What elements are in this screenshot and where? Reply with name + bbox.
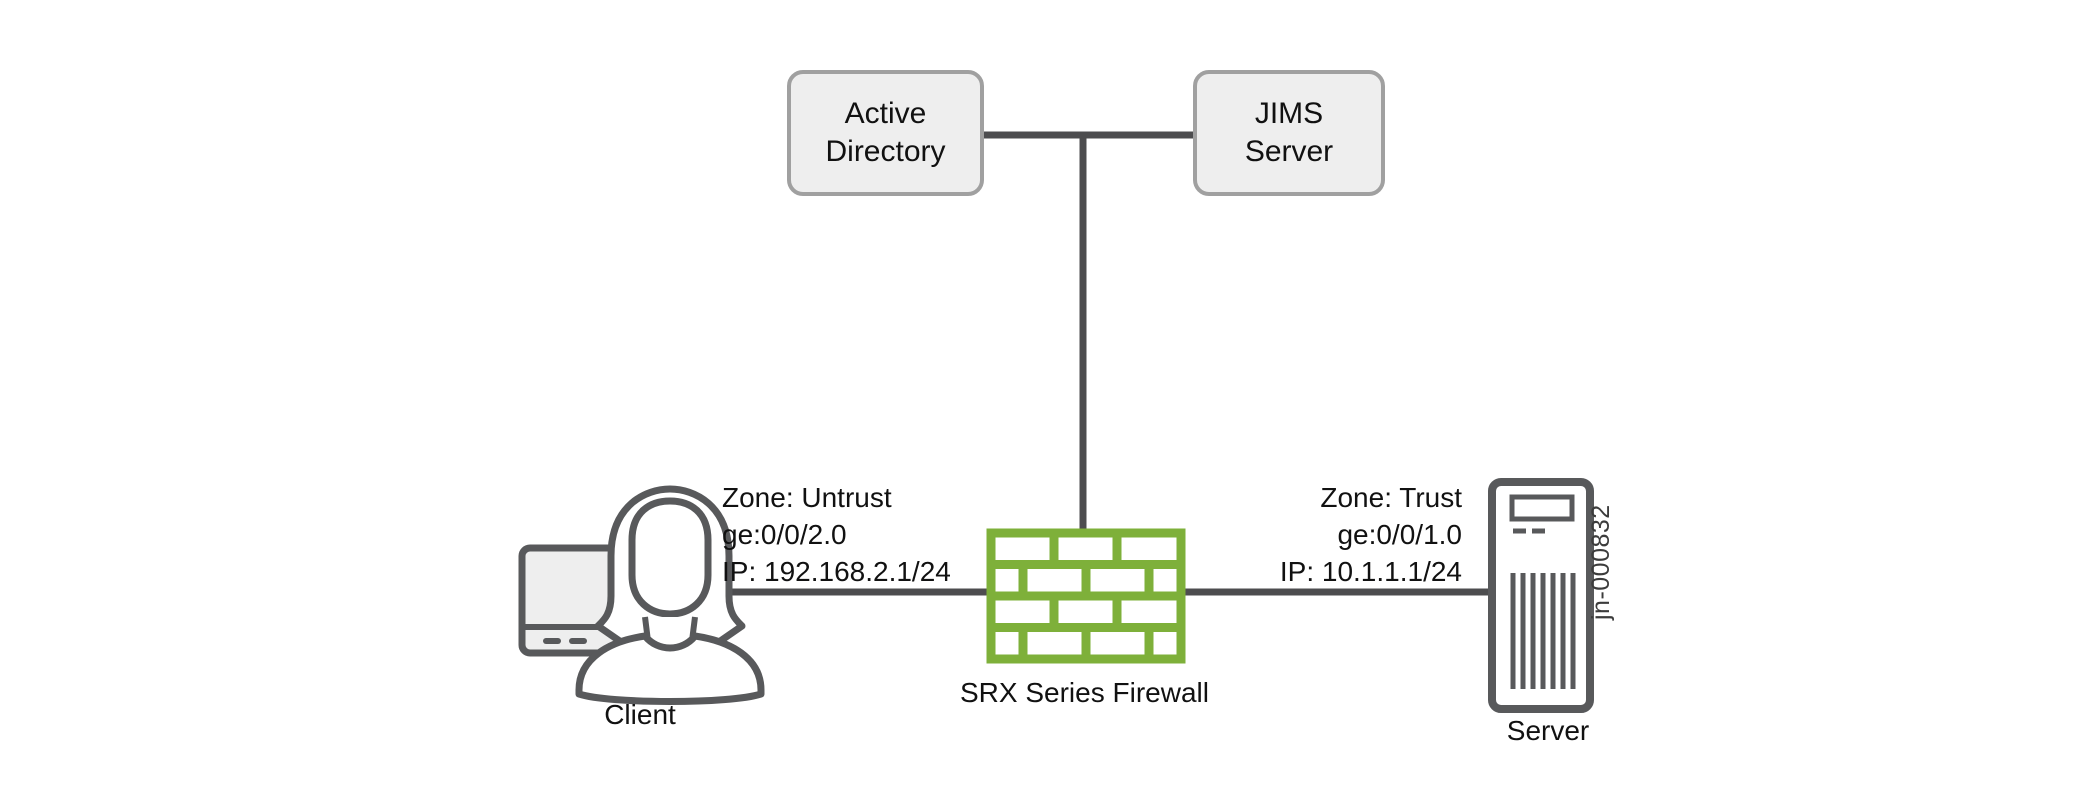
node-jims-server[interactable]: JIMS Server [1193, 70, 1385, 196]
caption-server: Server [1506, 715, 1590, 746]
figure-id-watermark: jn-000832 [1587, 504, 1615, 620]
connector-lines [723, 131, 1492, 596]
brick-wall-icon [986, 528, 1186, 664]
interface-label-trust: Zone: Trust ge:0/0/1.0 IP: 10.1.1.1/24 [1212, 479, 1462, 591]
caption-firewall-line1: SRX Series [960, 677, 1105, 708]
node-active-directory-line1: Active [844, 96, 927, 130]
trust-ip: IP: 10.1.1.1/24 [1279, 556, 1462, 588]
trust-interface: ge:0/0/1.0 [1337, 519, 1462, 551]
interface-label-untrust: Zone: Untrust ge:0/0/2.0 IP: 192.168.2.1… [722, 479, 951, 591]
node-active-directory[interactable]: Active Directory [787, 70, 984, 196]
caption-firewall-line2: Firewall [1112, 677, 1209, 708]
trust-zone: Zone: Trust [1320, 482, 1462, 513]
untrust-zone: Zone: Untrust [722, 482, 892, 513]
untrust-interface: ge:0/0/2.0 [722, 519, 847, 551]
node-jims-server-line2: Server [1244, 135, 1334, 168]
node-active-directory-line2: Directory [825, 135, 946, 168]
node-jims-server-line1: JIMS [1254, 96, 1324, 130]
person-with-laptop-icon [518, 485, 765, 705]
untrust-ip: IP: 192.168.2.1/24 [722, 556, 951, 588]
server-tower-icon [1488, 478, 1594, 713]
caption-firewall: SRX Series Firewall [960, 674, 1209, 711]
caption-client: Client [604, 699, 676, 730]
